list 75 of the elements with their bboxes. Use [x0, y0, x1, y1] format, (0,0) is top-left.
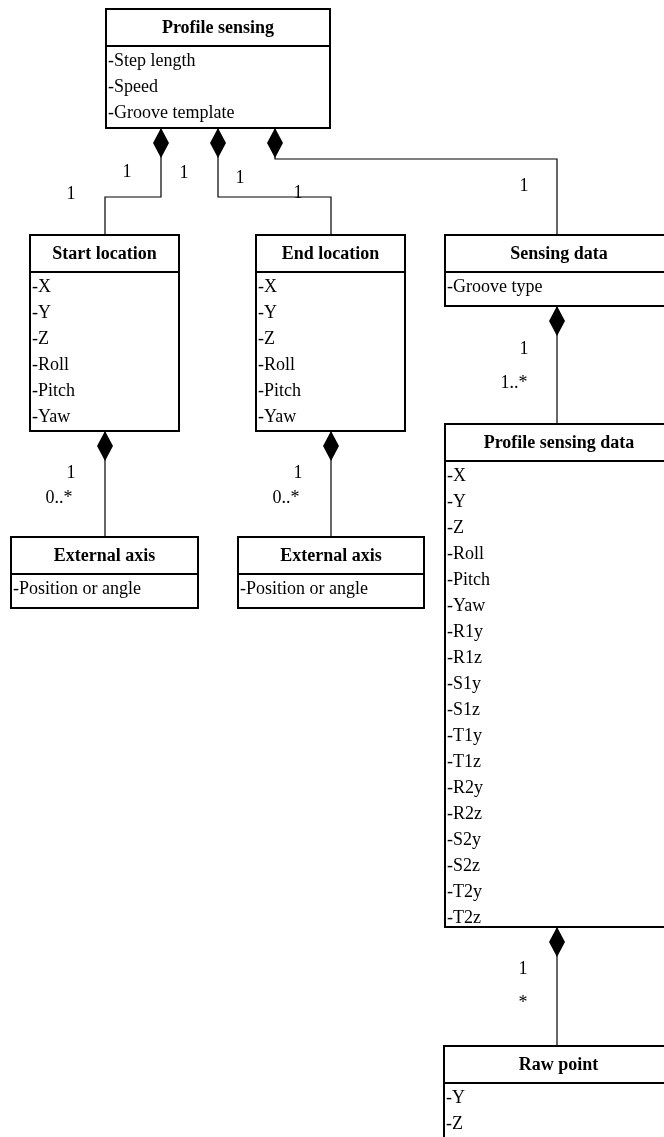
attribute-text: -Z: [258, 328, 275, 348]
class-box: [29, 234, 180, 432]
attribute-text: -Yaw: [32, 406, 71, 426]
class-name: External axis: [12, 538, 197, 575]
multiplicity-label: 1: [179, 162, 189, 182]
composition-line: [104, 127, 169, 235]
attribute-text: -S2z: [447, 855, 480, 875]
class-name: Profile sensing data: [446, 425, 664, 462]
multiplicity-label: 0..*: [272, 487, 300, 507]
class-box: [255, 234, 406, 432]
multiplicity-label: 1: [293, 182, 303, 202]
attribute-text: -Step length: [108, 50, 196, 70]
attribute-text: -X: [258, 276, 277, 296]
multiplicity-label: 1: [518, 958, 528, 978]
attribute-text: -Y: [32, 302, 51, 322]
multiplicity-label: 1: [519, 175, 529, 195]
attribute-text: -Y: [446, 1087, 465, 1107]
attribute-text: -S1z: [447, 699, 480, 719]
attribute-text: -T1y: [447, 725, 482, 745]
multiplicity-label: 1: [293, 462, 303, 482]
class-box: [444, 423, 664, 928]
attribute-text: -X: [32, 276, 51, 296]
attribute-text: -X: [447, 465, 466, 485]
attribute-text: -Yaw: [258, 406, 297, 426]
composition-line: [549, 305, 565, 424]
composition-line: [549, 926, 565, 1046]
multiplicity-label: 1: [122, 161, 132, 181]
attribute-text: -Speed: [108, 76, 158, 96]
attribute-text: -Roll: [258, 354, 295, 374]
class-box: [105, 8, 331, 129]
attribute-text: -Groove template: [108, 102, 235, 122]
attribute-text: -R1y: [447, 621, 483, 641]
attribute-text: -R2z: [447, 803, 482, 823]
attribute-text: -T2y: [447, 881, 482, 901]
class-name: External axis: [239, 538, 423, 575]
attribute-text: -Z: [446, 1113, 463, 1133]
class-box: [237, 536, 425, 609]
multiplicity-label: 1: [66, 183, 76, 203]
attribute-text: -Roll: [32, 354, 69, 374]
attribute-text: -Y: [258, 302, 277, 322]
attribute-text: -Z: [32, 328, 49, 348]
composition-line: [210, 127, 332, 235]
multiplicity-label: 1: [66, 462, 76, 482]
attribute-text: -Position or angle: [240, 578, 368, 598]
attribute-text: -Z: [447, 517, 464, 537]
multiplicity-label: 0..*: [45, 487, 73, 507]
attribute-text: -Groove type: [447, 276, 543, 296]
class-box: [10, 536, 199, 609]
class-box: [443, 1045, 664, 1137]
attribute-text: -Yaw: [447, 595, 486, 615]
attribute-text: -Pitch: [258, 380, 301, 400]
composition-line: [267, 127, 558, 235]
attribute-text: -Position or angle: [13, 578, 141, 598]
class-name: Profile sensing: [107, 10, 329, 47]
attribute-text: -Y: [447, 491, 466, 511]
attribute-text: -Pitch: [447, 569, 490, 589]
multiplicity-label: 1..*: [500, 372, 528, 392]
attribute-text: -S1y: [447, 673, 481, 693]
attribute-text: -T2z: [447, 907, 481, 927]
class-name: Raw point: [445, 1047, 664, 1084]
attribute-text: -R1z: [447, 647, 482, 667]
attribute-text: -T1z: [447, 751, 481, 771]
attribute-text: -Roll: [447, 543, 484, 563]
attribute-text: -Pitch: [32, 380, 75, 400]
class-name: End location: [257, 236, 404, 273]
class-name: Start location: [31, 236, 178, 273]
composition-line: [97, 430, 113, 537]
multiplicity-label: 1: [519, 338, 529, 358]
class-name: Sensing data: [446, 236, 664, 273]
multiplicity-label: 1: [235, 167, 245, 187]
multiplicity-label: *: [518, 992, 528, 1012]
composition-line: [323, 430, 339, 537]
attribute-text: -S2y: [447, 829, 481, 849]
attribute-text: -R2y: [447, 777, 483, 797]
class-box: [444, 234, 664, 307]
